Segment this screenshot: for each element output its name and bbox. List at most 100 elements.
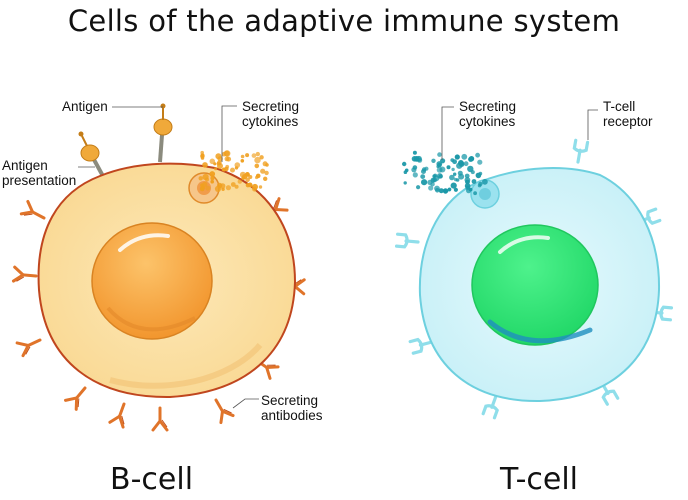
cytokine-dot xyxy=(210,179,214,184)
t-cell-vesicle xyxy=(470,179,500,209)
cytokine-dot xyxy=(449,174,455,181)
cytokine-dot xyxy=(234,184,239,189)
cytokine-dot xyxy=(450,158,455,163)
cytokine-dot xyxy=(437,152,442,157)
cytokine-dot xyxy=(254,156,261,164)
cytokine-dot xyxy=(412,172,418,178)
cytokine-dot xyxy=(226,156,232,162)
cytokine-dot xyxy=(482,178,488,185)
cytokine-dot xyxy=(477,159,483,165)
cytokine-dot xyxy=(455,178,460,182)
cytokine-dot xyxy=(264,170,269,176)
cytokine-dot xyxy=(465,179,470,185)
cytokine-dot xyxy=(438,188,444,194)
label-bcell-secreting-cytokines: Secreting cytokines xyxy=(242,99,300,129)
cytokine-dot xyxy=(255,175,259,180)
cytokine-dot xyxy=(215,153,222,160)
cytokine-dot xyxy=(446,165,451,170)
cytokine-dot xyxy=(442,188,449,194)
t-cell-cytokines xyxy=(402,150,488,196)
cytokine-dot xyxy=(453,187,458,192)
label-tcell-secreting-cytokines: Secreting cytokines xyxy=(459,99,517,129)
cytokine-dot xyxy=(225,185,231,191)
cytokine-dot xyxy=(214,167,218,171)
cytokine-dot xyxy=(237,179,242,184)
cytokine-dot xyxy=(245,177,250,183)
cytokine-dot xyxy=(213,162,217,166)
label-secreting-antibodies: Secreting antibodies xyxy=(261,393,323,423)
tcell-caption: T-cell xyxy=(500,462,579,497)
cytokine-dot xyxy=(219,183,226,189)
cytokine-dot xyxy=(240,159,245,163)
cytokine-dot xyxy=(471,179,477,184)
cytokine-dot xyxy=(424,166,429,171)
cytokine-dot xyxy=(451,167,455,172)
cytokine-dot xyxy=(475,152,480,158)
cytokine-dot xyxy=(463,161,469,167)
b-cell-cytokines xyxy=(198,150,269,192)
cytokine-dot xyxy=(431,158,436,163)
cytokine-dot xyxy=(470,170,475,175)
cytokine-dot xyxy=(210,176,215,181)
cytokine-dot xyxy=(461,153,468,160)
cytokine-dot xyxy=(200,153,205,158)
label-tcell-receptor: T-cell receptor xyxy=(603,99,653,129)
cytokine-dot xyxy=(265,163,269,167)
cytokine-dot xyxy=(223,150,230,157)
cytokine-dot xyxy=(234,162,241,168)
cytokine-dot xyxy=(263,176,268,181)
cytokine-dot xyxy=(413,156,420,162)
cytokine-dot xyxy=(254,163,260,169)
cytokine-dot xyxy=(458,161,465,167)
cytokine-dot xyxy=(260,168,266,174)
cytokine-dot xyxy=(464,173,470,179)
cytokine-dot xyxy=(230,182,236,187)
cytokine-dot xyxy=(434,185,440,192)
cytokine-dot xyxy=(242,174,248,180)
cytokine-dot xyxy=(259,155,264,160)
cytokine-dot xyxy=(245,183,251,188)
label-antigen: Antigen xyxy=(62,99,108,114)
cytokine-dot xyxy=(221,167,226,172)
cytokine-dot xyxy=(428,185,434,191)
cytokine-dot xyxy=(475,172,482,179)
cytokine-dot xyxy=(447,187,452,192)
diagram-title: Cells of the adaptive immune system xyxy=(67,4,621,38)
cytokine-dot xyxy=(402,161,407,167)
cytokine-dot xyxy=(199,186,205,192)
cytokine-dot xyxy=(403,181,407,185)
cytokine-dot xyxy=(420,174,426,180)
cytokine-dot xyxy=(403,170,408,174)
bcell-caption: B-cell xyxy=(110,462,194,497)
cytokine-dot xyxy=(437,162,442,168)
cytokine-dot xyxy=(457,170,463,176)
cytokine-dot xyxy=(473,191,477,196)
cytokine-dot xyxy=(205,185,211,191)
cytokine-dot xyxy=(245,153,250,158)
cytokine-dot xyxy=(440,158,446,164)
leader-lines xyxy=(78,105,598,409)
cytokine-dot xyxy=(258,185,263,189)
cytokine-dot xyxy=(202,173,209,181)
cytokine-dot xyxy=(450,182,457,189)
cytokine-dot xyxy=(454,154,460,160)
b-cell xyxy=(11,103,306,432)
cytokine-dot xyxy=(468,156,474,162)
antigen-presentation-stalk xyxy=(78,131,106,179)
cytokine-dot xyxy=(412,150,417,155)
cytokine-dot xyxy=(248,175,253,179)
cytokine-dot xyxy=(453,172,457,176)
t-cell-nucleus xyxy=(471,224,599,346)
cytokine-dot xyxy=(416,185,421,190)
cytokine-dot xyxy=(421,179,428,186)
cytokine-dot xyxy=(216,160,222,166)
cytokine-dot xyxy=(255,151,260,157)
cytokine-dot xyxy=(251,153,257,158)
cytokine-dot xyxy=(412,165,418,170)
cytokine-dot xyxy=(202,181,208,187)
b-cell-nucleus xyxy=(91,222,213,340)
cytokine-dot xyxy=(214,185,222,192)
t-cell xyxy=(394,138,674,420)
